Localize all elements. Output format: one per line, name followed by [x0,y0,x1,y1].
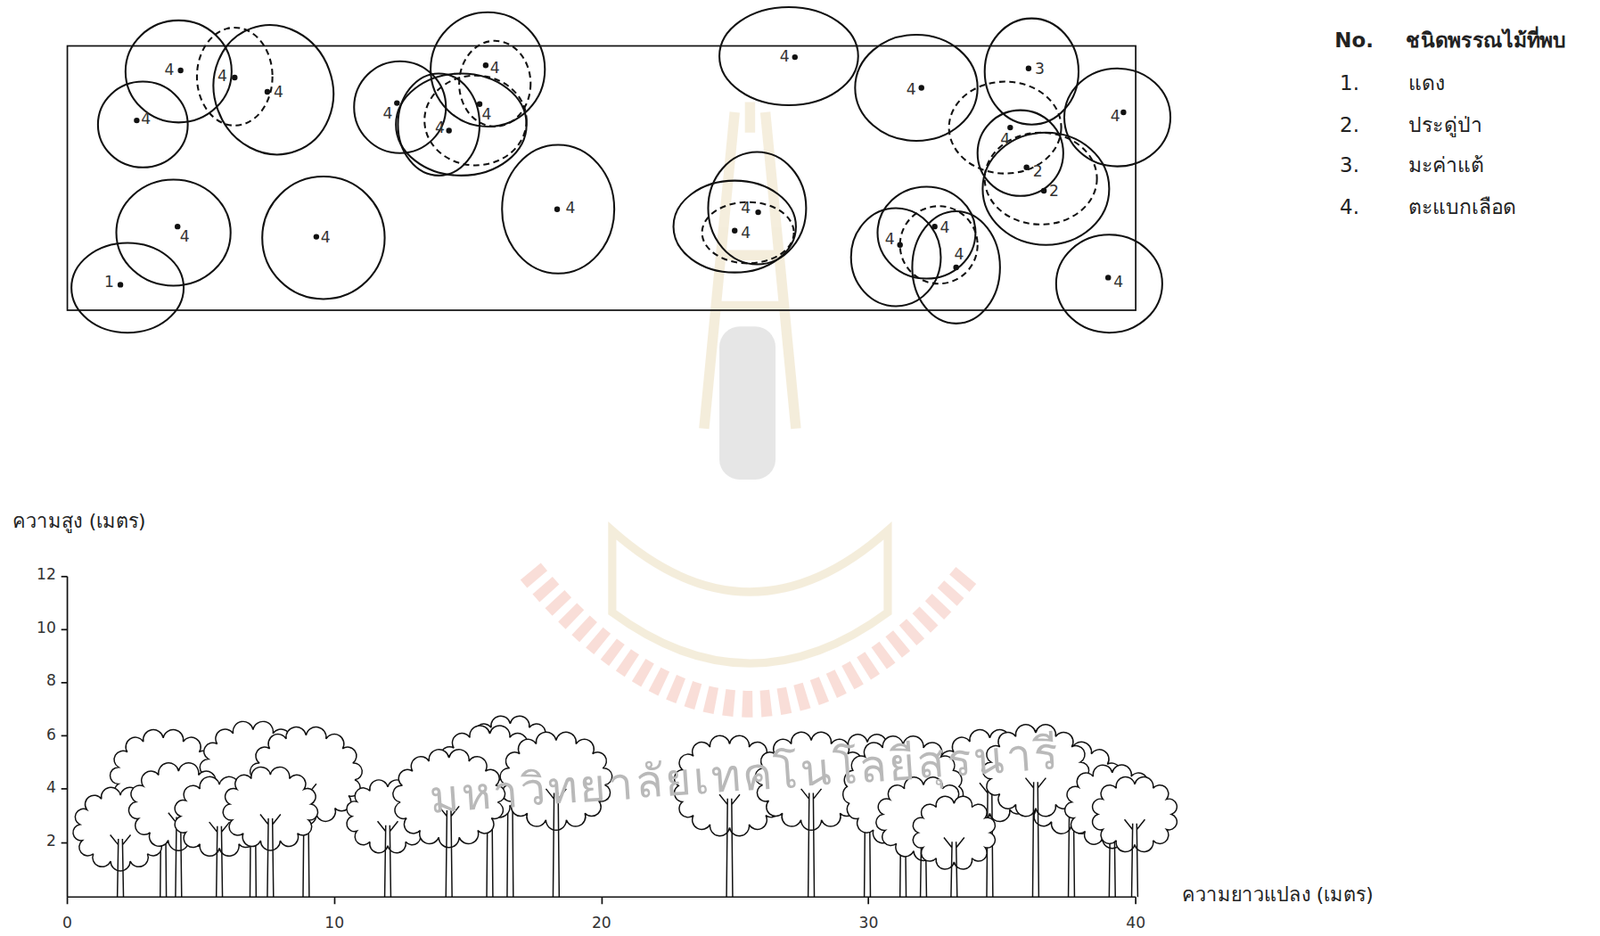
tree-trunk [209,821,230,897]
legend-number: 1. [1339,71,1360,95]
tick-label: 6 [46,726,57,745]
species-number: 4 [740,199,751,218]
tick-label: 10 [36,619,57,638]
tree-crown [222,766,318,851]
tree-trunk [377,820,399,897]
species-number: 4 [490,59,501,78]
tree-trunk [719,794,740,897]
species-number: 4 [140,110,151,129]
species-number: 4 [1110,107,1121,126]
legend-number: 4. [1339,195,1360,219]
species-number: 4 [740,224,751,243]
species-number: 4 [1000,131,1010,149]
tree-trunk [801,788,822,897]
species-number: 4 [565,199,575,218]
legend-heading: ชนิดพรรณไม้ที่พบ [1405,28,1567,52]
species-number: 4 [482,106,493,124]
axis-title: ความยาวแปลง (เมตร) [1181,883,1374,906]
species-number: 4 [164,61,175,80]
axis-title: ความสูง (เมตร) [12,509,147,533]
species-number: 2 [1049,182,1059,201]
legend-heading: No. [1334,28,1374,52]
species-number: 4 [320,229,331,247]
tick-label: 20 [591,914,612,933]
crown-outlines [71,7,1171,333]
species-number: 4 [434,119,445,138]
legend-species: ประดู่ป่า [1408,112,1482,136]
profile-trees [73,715,1177,897]
tick-label: 0 [62,914,73,933]
species-number: 4 [940,220,951,238]
legend-species: แดง [1408,71,1445,95]
species-number: 4 [383,105,394,124]
species-number: 4 [885,230,895,249]
tick-label: 40 [1125,914,1146,933]
tree-trunk [943,837,965,898]
tick-label: 30 [859,914,879,933]
tree-crown [1092,776,1178,852]
axes [61,576,1136,904]
species-number: 4 [906,81,917,99]
species-number: 4 [180,228,190,247]
species-number: 4 [217,67,228,86]
tick-label: 2 [46,832,57,851]
tree-trunk [1025,778,1046,898]
species-number: 4 [1113,273,1124,292]
stem-dots [117,54,1127,288]
legend-number: 3. [1339,154,1360,178]
tick-label: 8 [46,672,57,691]
tree-trunk [1124,819,1146,897]
species-number: 3 [1034,60,1045,79]
species-number: 4 [954,246,965,264]
legend-species: ตะแบกเลือด [1408,195,1517,219]
tree-crown [912,795,995,870]
tick-label: 10 [324,914,345,933]
tick-label: 4 [46,779,57,797]
tree-trunk [260,814,281,898]
species-number: 4 [273,83,284,102]
tick-label: 12 [36,566,57,584]
species-number: 1 [104,273,115,292]
species-number: 4 [779,48,790,66]
tree-trunk [110,834,132,897]
legend-species: มะค่าแต้ [1408,154,1485,178]
species-number: 2 [1033,164,1043,182]
legend-number: 2. [1339,112,1360,136]
